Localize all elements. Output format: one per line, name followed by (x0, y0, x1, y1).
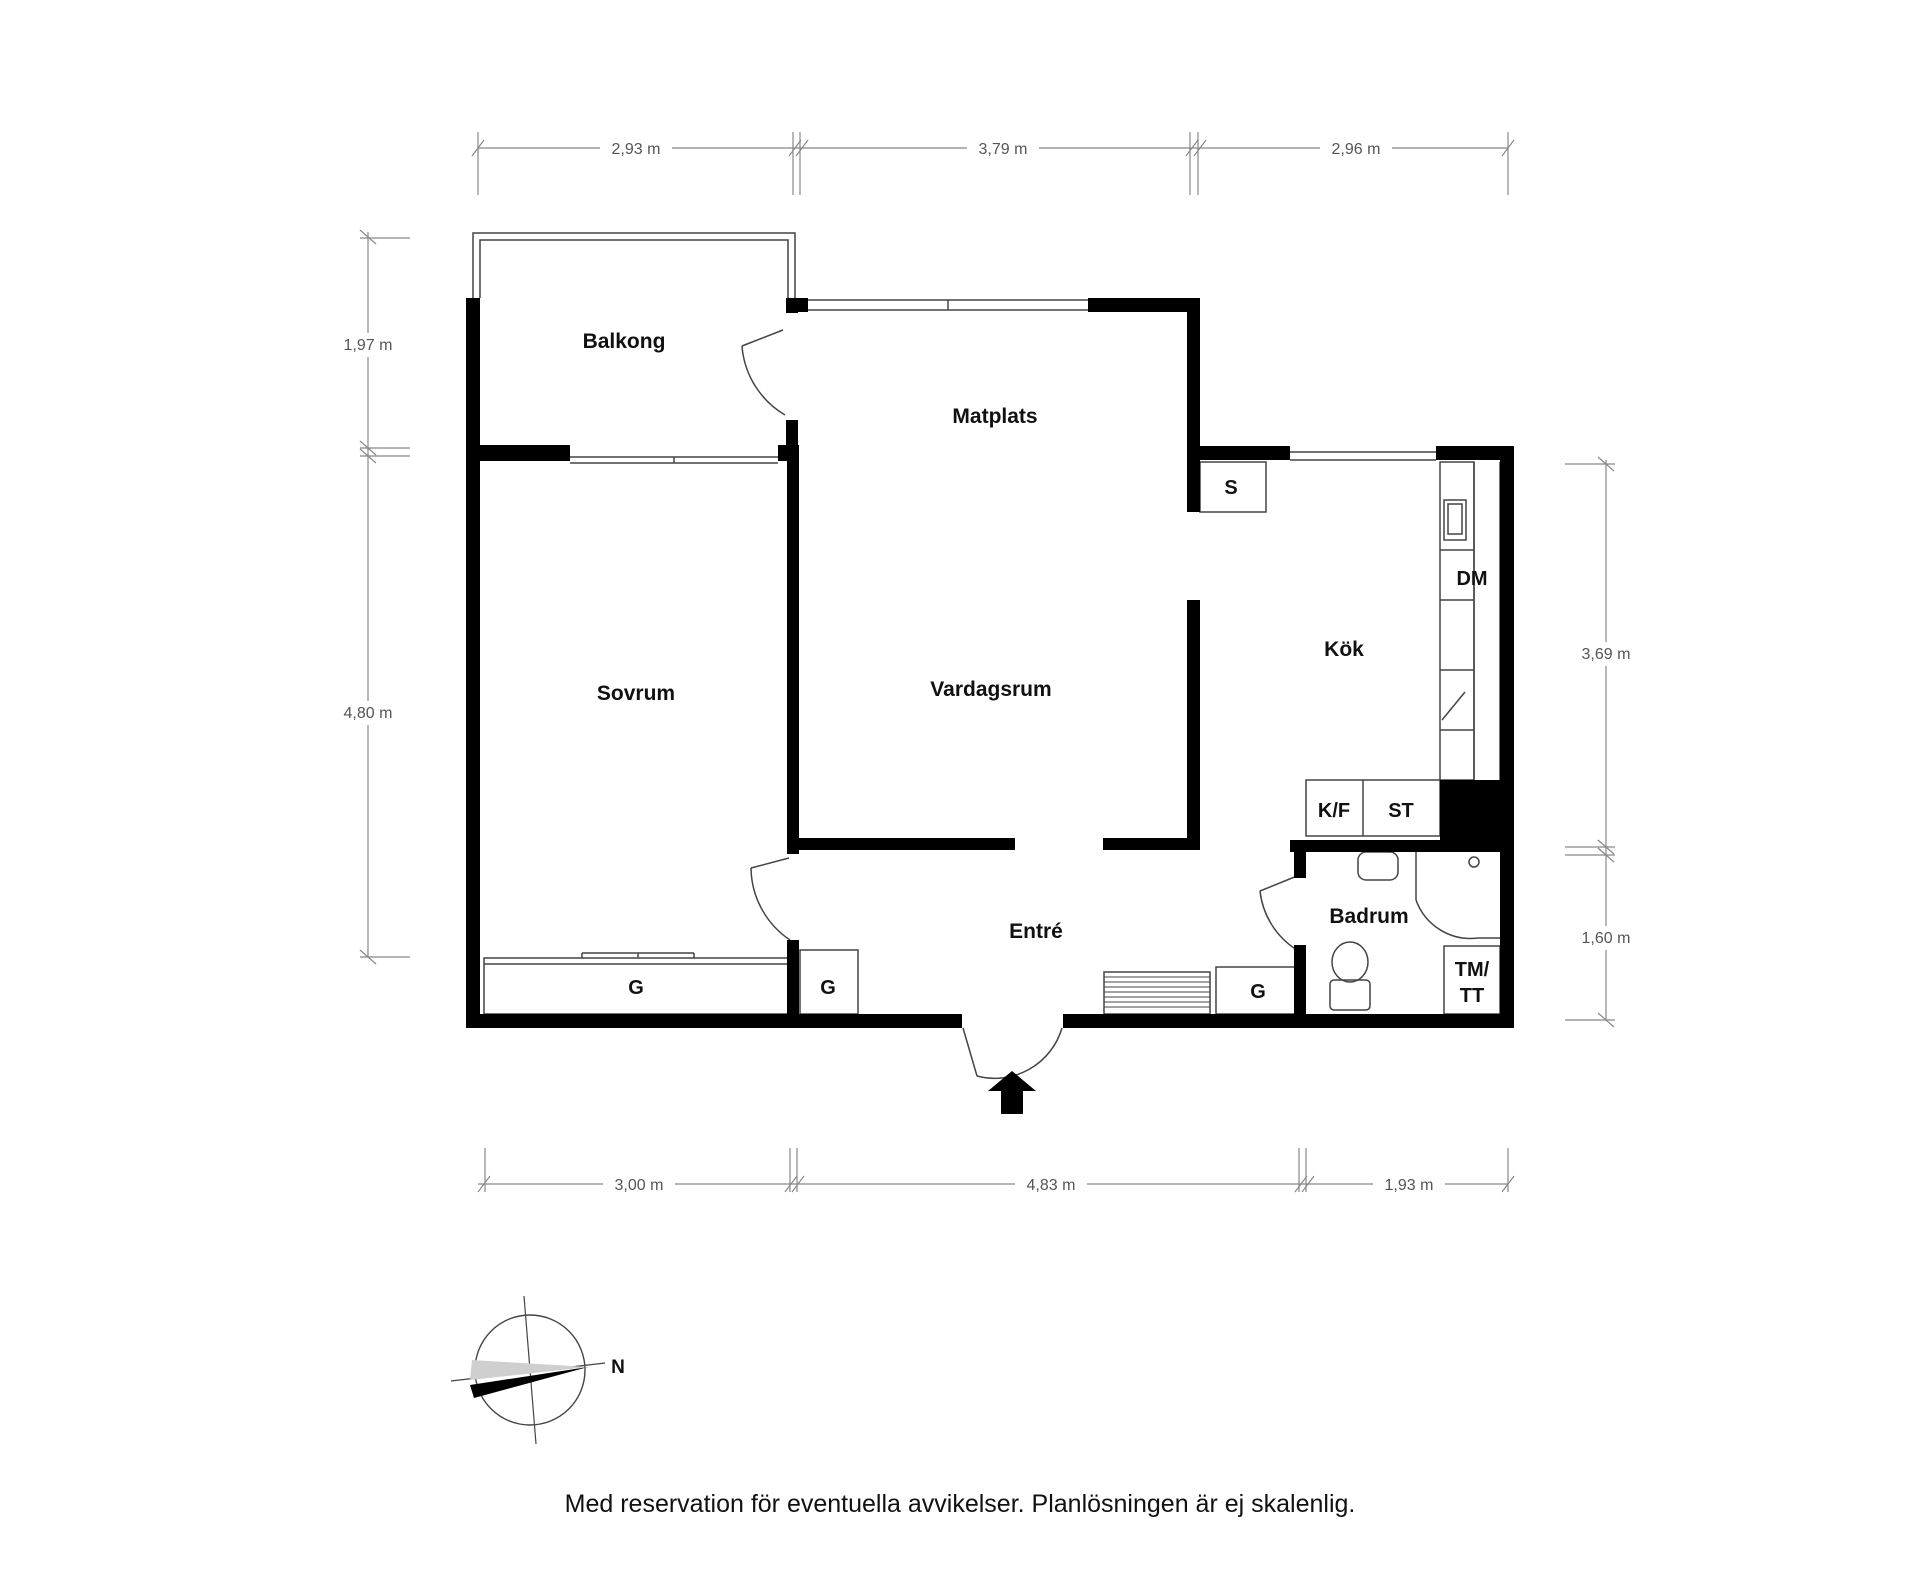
fixture-tm: TM/ (1455, 959, 1490, 981)
dimension-bottom-2: 4,83 m (1027, 1177, 1076, 1194)
entrance-arrow-icon (988, 1071, 1036, 1114)
dimension-lines (359, 132, 1615, 1193)
fixture-tt: TT (1460, 985, 1484, 1007)
disclaimer-caption: Med reservation för eventuella avvikelse… (565, 1490, 1356, 1518)
room-sovrum: Sovrum (597, 682, 675, 705)
room-vardagsrum: Vardagsrum (930, 678, 1051, 701)
dimension-left-1: 1,97 m (344, 337, 393, 354)
room-matplats: Matplats (952, 405, 1037, 428)
walls (466, 298, 1514, 1028)
dimension-top-3: 2,96 m (1332, 141, 1381, 158)
shoe-rack-slats (1104, 976, 1210, 1008)
dimension-bottom-1: 3,00 m (615, 1177, 664, 1194)
fixture-kf: K/F (1318, 800, 1350, 822)
dimension-left-2: 4,80 m (344, 705, 393, 722)
dimension-top-1: 2,93 m (612, 141, 661, 158)
room-kok: Kök (1324, 638, 1364, 661)
dimension-bottom-3: 1,93 m (1385, 1177, 1434, 1194)
fixture-dm: DM (1456, 568, 1487, 590)
fixture-g-entre-left: G (820, 977, 836, 999)
room-badrum: Badrum (1329, 905, 1408, 928)
dimension-right-2: 1,60 m (1582, 930, 1631, 947)
dimension-right-1: 3,69 m (1582, 646, 1631, 663)
dimension-top-2: 3,79 m (979, 141, 1028, 158)
compass-icon (450, 1295, 606, 1445)
fixture-s: S (1224, 477, 1237, 499)
fixture-st: ST (1388, 800, 1414, 822)
room-entre: Entré (1009, 920, 1063, 943)
fixture-g-entre-right: G (1250, 981, 1266, 1003)
fixture-g-sovrum: G (628, 977, 644, 999)
room-balkong: Balkong (583, 330, 666, 353)
compass-north-label: N (611, 1357, 625, 1378)
dimension-label-backgrounds (336, 136, 1638, 1196)
